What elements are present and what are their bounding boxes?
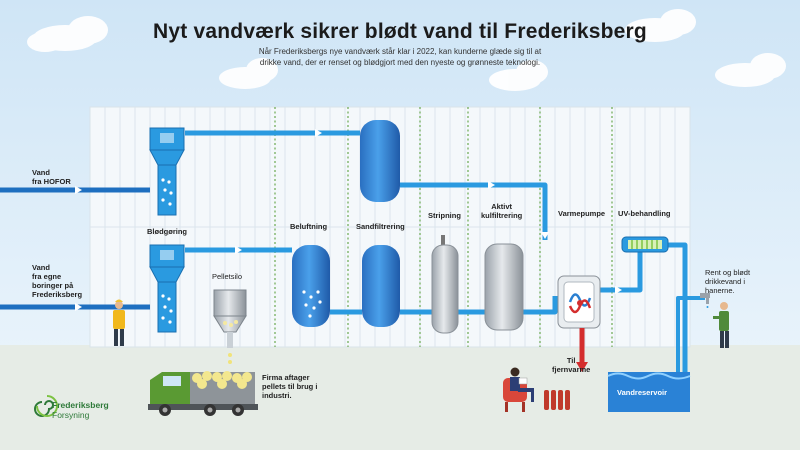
heatpump-label: Varmepumpe [558, 209, 606, 218]
softening-label: Blødgøring [147, 227, 187, 236]
tap-figure [700, 293, 729, 348]
worker-figure [113, 299, 125, 346]
aeration-tank [292, 245, 330, 327]
pelletsilo-label: Pelletsilo [212, 272, 243, 281]
water-reservoir [607, 372, 691, 412]
sandfilter-label: Sandfiltrering [356, 222, 405, 231]
flow-arrows [75, 129, 622, 311]
softener-bottom [149, 244, 185, 333]
pellet-truck [148, 371, 258, 416]
sandfilter-tank-bottom [362, 245, 400, 327]
stripping-column [431, 235, 459, 334]
sandfilter-tank-top [360, 120, 400, 202]
heat-pump [557, 275, 601, 329]
clouds [27, 9, 786, 91]
uv-label: UV-behandling [618, 209, 671, 218]
aeration-label: Beluftning [290, 222, 328, 231]
uv-unit [621, 236, 669, 253]
logo-mark [34, 395, 58, 417]
page-subtitle: Når Frederiksbergs nye vandværk står kla… [258, 47, 542, 67]
softener-top [149, 127, 185, 216]
reservoir-label: Vandreservoir [617, 388, 668, 397]
logo-name: Frederiksberg [52, 400, 109, 410]
logo-sub: Forsyning [52, 410, 90, 420]
page-title: Nyt vandværk sikrer blødt vand til Frede… [153, 20, 647, 43]
person-reading [503, 367, 534, 412]
district-heating-pipe [544, 328, 588, 410]
stripping-label: Stripning [428, 211, 461, 220]
carbon-filter-tank [484, 243, 524, 331]
pellet-silo [213, 289, 247, 364]
